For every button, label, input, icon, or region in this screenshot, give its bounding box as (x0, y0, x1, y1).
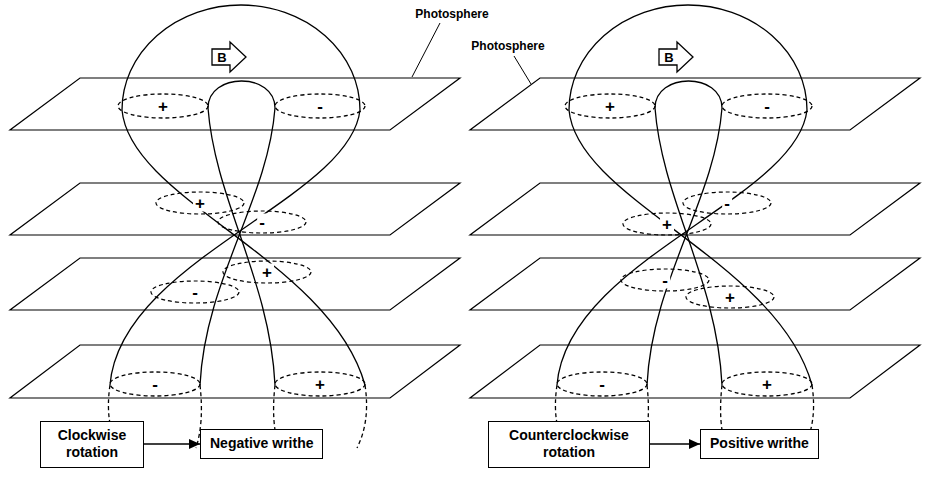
cross-sections (151, 192, 774, 308)
polarity-sign: - (762, 98, 772, 115)
polarity-sign: + (260, 264, 274, 281)
caption-text: Positive writhe (710, 435, 809, 453)
caption-box: Positive writhe (700, 429, 819, 459)
arrow-connector (144, 443, 200, 444)
polarity-sign: - (257, 214, 267, 231)
photosphere-planes (10, 78, 460, 398)
polarity-sign: - (190, 284, 200, 301)
polarity-sign: - (597, 376, 607, 393)
photosphere-planes (470, 78, 920, 398)
caption-text: Clockwise rotation (50, 427, 134, 462)
polarity-sign: + (660, 216, 674, 233)
polarity-sign: + (193, 195, 207, 212)
polarity-sign: + (156, 98, 170, 115)
polarity-sign: + (760, 376, 774, 393)
caption-box: Counterclockwise rotation (488, 421, 650, 468)
polarity-sign: + (313, 376, 327, 393)
polarity-sign: - (315, 98, 325, 115)
polarity-sign: + (603, 98, 617, 115)
leader-lines (412, 23, 531, 84)
polarity-sign: - (150, 376, 160, 393)
polarity-sign: - (660, 272, 670, 289)
photosphere-label: Photosphere (415, 8, 488, 20)
caption-text: Counterclockwise rotation (498, 427, 640, 462)
field-direction: B (216, 51, 227, 64)
polarity-sign: + (723, 289, 737, 306)
field-direction: B (663, 51, 674, 64)
flux-tube (108, 5, 366, 448)
caption-text: Negative writhe (210, 435, 313, 453)
caption-box: Clockwise rotation (40, 421, 144, 468)
polarity-sign: - (722, 195, 732, 212)
photosphere-label: Photosphere (471, 40, 544, 52)
caption-box: Negative writhe (200, 429, 323, 459)
arrow-connector (650, 443, 700, 444)
flux-tube (555, 5, 813, 448)
